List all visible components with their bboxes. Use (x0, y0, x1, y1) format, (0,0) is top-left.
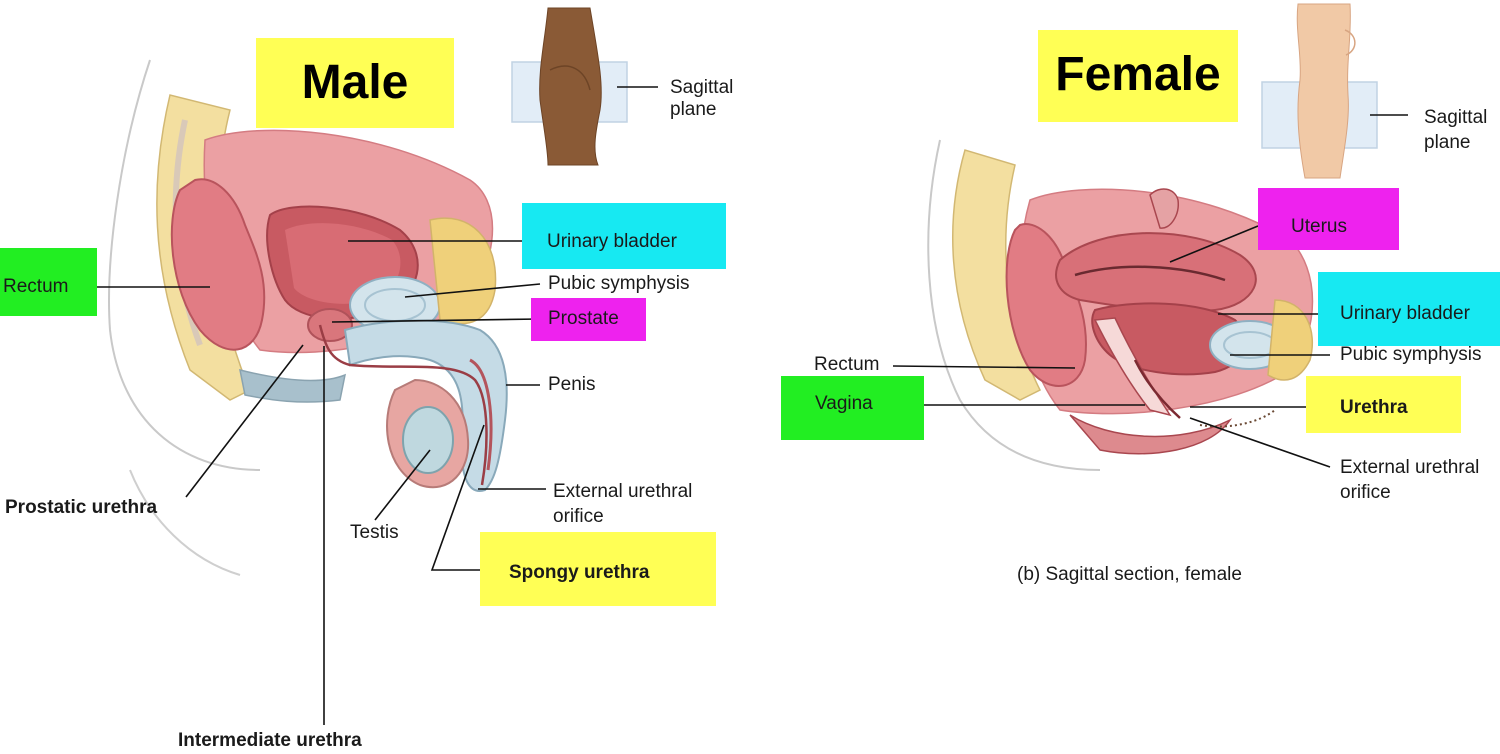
male-testis-label: Testis (350, 522, 399, 543)
female-section-drawing (927, 139, 1314, 471)
male-thumbnail (511, 7, 628, 166)
female-title: Female (1055, 48, 1221, 101)
female-uterus-label: Uterus (1291, 216, 1347, 237)
female-rectum-label: Rectum (814, 354, 880, 375)
male-urinary-bladder-box (522, 203, 726, 269)
female-thumbnail (1261, 3, 1378, 179)
male-spongy-urethra-label: Spongy urethra (509, 562, 650, 583)
male-external-urethral-orifice-label: External urethral orifice (553, 481, 693, 527)
female-title-box (1038, 30, 1238, 122)
female-external-urethral-orifice-label: External urethral orifice (1340, 457, 1480, 503)
male-intermediate-urethra-label: Intermediate urethra (178, 730, 362, 751)
male-rectum-box (0, 248, 97, 316)
female-leader-lines (887, 114, 1408, 468)
male-prostatic-urethra-label: Prostatic urethra (5, 497, 158, 518)
male-title: Male (301, 56, 409, 109)
male-prostate-box (531, 298, 646, 341)
female-urethra-box (1306, 376, 1461, 433)
male-leader-lines (80, 86, 658, 725)
male-pubic-symphysis-label: Pubic symphysis (548, 273, 690, 294)
female-urinary-bladder-label: Urinary bladder (1340, 303, 1470, 324)
female-urinary-bladder-box (1318, 272, 1500, 346)
male-urinary-bladder-label: Urinary bladder (547, 231, 677, 252)
male-spongy-urethra-box (480, 532, 716, 606)
female-pubic-symphysis-label: Pubic symphysis (1340, 344, 1482, 365)
female-sagittal-plane-label: Sagittal plane (1424, 107, 1488, 153)
male-title-box (256, 38, 454, 128)
male-rectum-label: Rectum (3, 276, 69, 297)
male-penis-label: Penis (548, 374, 596, 395)
male-section-drawing (108, 59, 508, 576)
male-sagittal-plane-label: Sagittal plane (670, 77, 733, 121)
female-vagina-box (781, 376, 924, 440)
female-caption: (b) Sagittal section, female (1017, 564, 1242, 585)
female-urethra-label: Urethra (1340, 397, 1408, 418)
male-prostate-label: Prostate (548, 308, 619, 329)
female-uterus-box (1258, 188, 1399, 250)
male-sagittal-text: Sagittal plane (670, 77, 734, 120)
female-vagina-label: Vagina (815, 393, 873, 414)
